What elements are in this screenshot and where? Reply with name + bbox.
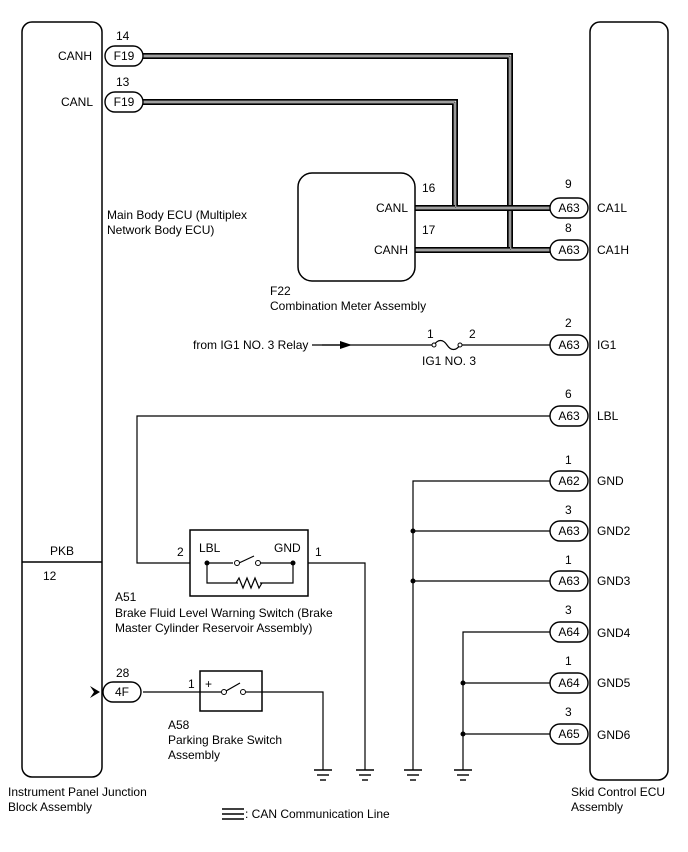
connector-a62-gnd: A62 (549, 470, 589, 492)
pin-number: 9 (565, 177, 572, 191)
brake-fluid-switch-label: Master Cylinder Reservoir Assembly) (115, 621, 312, 635)
brake-fluid-switch-code: A51 (115, 590, 137, 604)
connector-label: A64 (558, 676, 580, 690)
junction-dots (410, 528, 466, 737)
pin-number: 3 (565, 503, 572, 517)
pin-number: 1 (565, 654, 572, 668)
pin-name-gnd5: GND5 (597, 676, 631, 690)
pin-number: 28 (116, 666, 130, 680)
connector-f19-canh: F19 (104, 45, 144, 67)
legend-label: : CAN Communication Line (245, 807, 390, 821)
pin-number: 2 (177, 545, 184, 559)
pin-number: 13 (116, 75, 130, 89)
pin-number: 3 (565, 603, 572, 617)
parking-brake-switch-code: A58 (168, 718, 190, 732)
connector-f19-canl: F19 (104, 91, 144, 113)
connector-label: A64 (558, 625, 580, 639)
pin-number: 6 (565, 387, 572, 401)
connector-a64-gnd4: A64 (549, 621, 589, 643)
connector-label: 4F (115, 685, 129, 699)
pin-number: 1 (315, 545, 322, 559)
connector-a63-gnd3: A63 (549, 570, 589, 592)
connector-label: A63 (558, 574, 580, 588)
relay-arrow-icon (322, 341, 352, 349)
connector-label: F19 (114, 95, 135, 109)
pin-number: 3 (565, 705, 572, 719)
pin-number: 2 (565, 316, 572, 330)
pin-name-lbl: LBL (597, 409, 619, 423)
brake-fluid-switch-label: Brake Fluid Level Warning Switch (Brake (115, 606, 333, 620)
connector-a63-ca1h: A63 (549, 239, 589, 261)
skid-control-ecu-label: Assembly (571, 800, 623, 814)
connector-label: A63 (558, 338, 580, 352)
pin-name-ca1l: CA1L (597, 201, 627, 215)
pin-number: 14 (116, 29, 130, 43)
pin-name-canl: CANL (61, 95, 93, 109)
connector-label: A63 (558, 409, 580, 423)
switch-plus-sign: + (205, 677, 212, 691)
pin-name-pkb: PKB (50, 544, 74, 558)
pin-name-gnd3: GND3 (597, 574, 631, 588)
connector-label: A62 (558, 474, 580, 488)
pin-number: 1 (188, 677, 195, 691)
arrow-right-icon (90, 686, 100, 698)
connector-a63-gnd2: A63 (549, 520, 589, 542)
pin-name-gnd6: GND6 (597, 728, 631, 742)
connector-label: A63 (558, 524, 580, 538)
connector-label: A63 (558, 201, 580, 215)
main-body-ecu-label: Network Body ECU) (107, 223, 214, 237)
relay-source-label: from IG1 NO. 3 Relay (193, 338, 308, 352)
pin-name-gnd2: GND2 (597, 524, 631, 538)
brake-fluid-switch-box (189, 529, 309, 597)
pin-number: 1 (427, 327, 434, 341)
main-body-ecu-label: Main Body ECU (Multiplex (107, 208, 247, 222)
connector-label: F19 (114, 49, 135, 63)
connector-label: A65 (558, 727, 580, 741)
pin-name-ca1h: CA1H (597, 243, 629, 257)
pin-name-canh: CANH (58, 49, 92, 63)
pin-number: 1 (565, 453, 572, 467)
skid-control-ecu-label: Skid Control ECU (571, 785, 665, 799)
connector-4f: 4F (102, 681, 142, 703)
connector-a63-lbl: A63 (549, 405, 589, 427)
connector-label: A63 (558, 243, 580, 257)
fuse-symbol (431, 339, 463, 351)
pin-name-gnd4: GND4 (597, 626, 631, 640)
ground-icon (454, 769, 472, 781)
pin-name-meter-canh: CANH (374, 243, 408, 257)
pin-number: 8 (565, 221, 572, 235)
pin-number: 16 (422, 181, 436, 195)
instrument-panel-jb-label: Instrument Panel Junction (8, 785, 147, 799)
parking-brake-switch-label: Assembly (168, 748, 220, 762)
can-line-legend-icon (222, 808, 244, 820)
connector-a63-ig1: A63 (549, 334, 589, 356)
instrument-panel-jb-label: Block Assembly (8, 800, 92, 814)
pin-number: 1 (565, 553, 572, 567)
switch-pin-lbl: LBL (199, 541, 221, 555)
pin-name-ig1: IG1 (597, 338, 617, 352)
connector-a65-gnd6: A65 (549, 723, 589, 745)
combination-meter-box (297, 172, 416, 282)
ground-icon (356, 769, 374, 781)
pin-number: 2 (469, 327, 476, 341)
connector-a63-ca1l: A63 (549, 197, 589, 219)
fuse-label: IG1 NO. 3 (422, 354, 476, 368)
pin-name-gnd: GND (597, 474, 624, 488)
pin-number: 12 (43, 569, 57, 583)
combination-meter-code: F22 (270, 284, 291, 298)
ground-icon (404, 769, 422, 781)
connector-a64-gnd5: A64 (549, 672, 589, 694)
combination-meter-label: Combination Meter Assembly (270, 299, 426, 313)
ground-icon (314, 769, 332, 781)
pin-name-meter-canl: CANL (376, 201, 408, 215)
parking-brake-switch-label: Parking Brake Switch (168, 733, 282, 747)
can-lines (143, 53, 552, 253)
parking-brake-switch-box (199, 670, 263, 712)
switch-pin-gnd: GND (274, 541, 301, 555)
pin-number: 17 (422, 223, 436, 237)
skid-control-ecu-box (589, 21, 669, 781)
main-body-ecu-box (21, 21, 103, 778)
